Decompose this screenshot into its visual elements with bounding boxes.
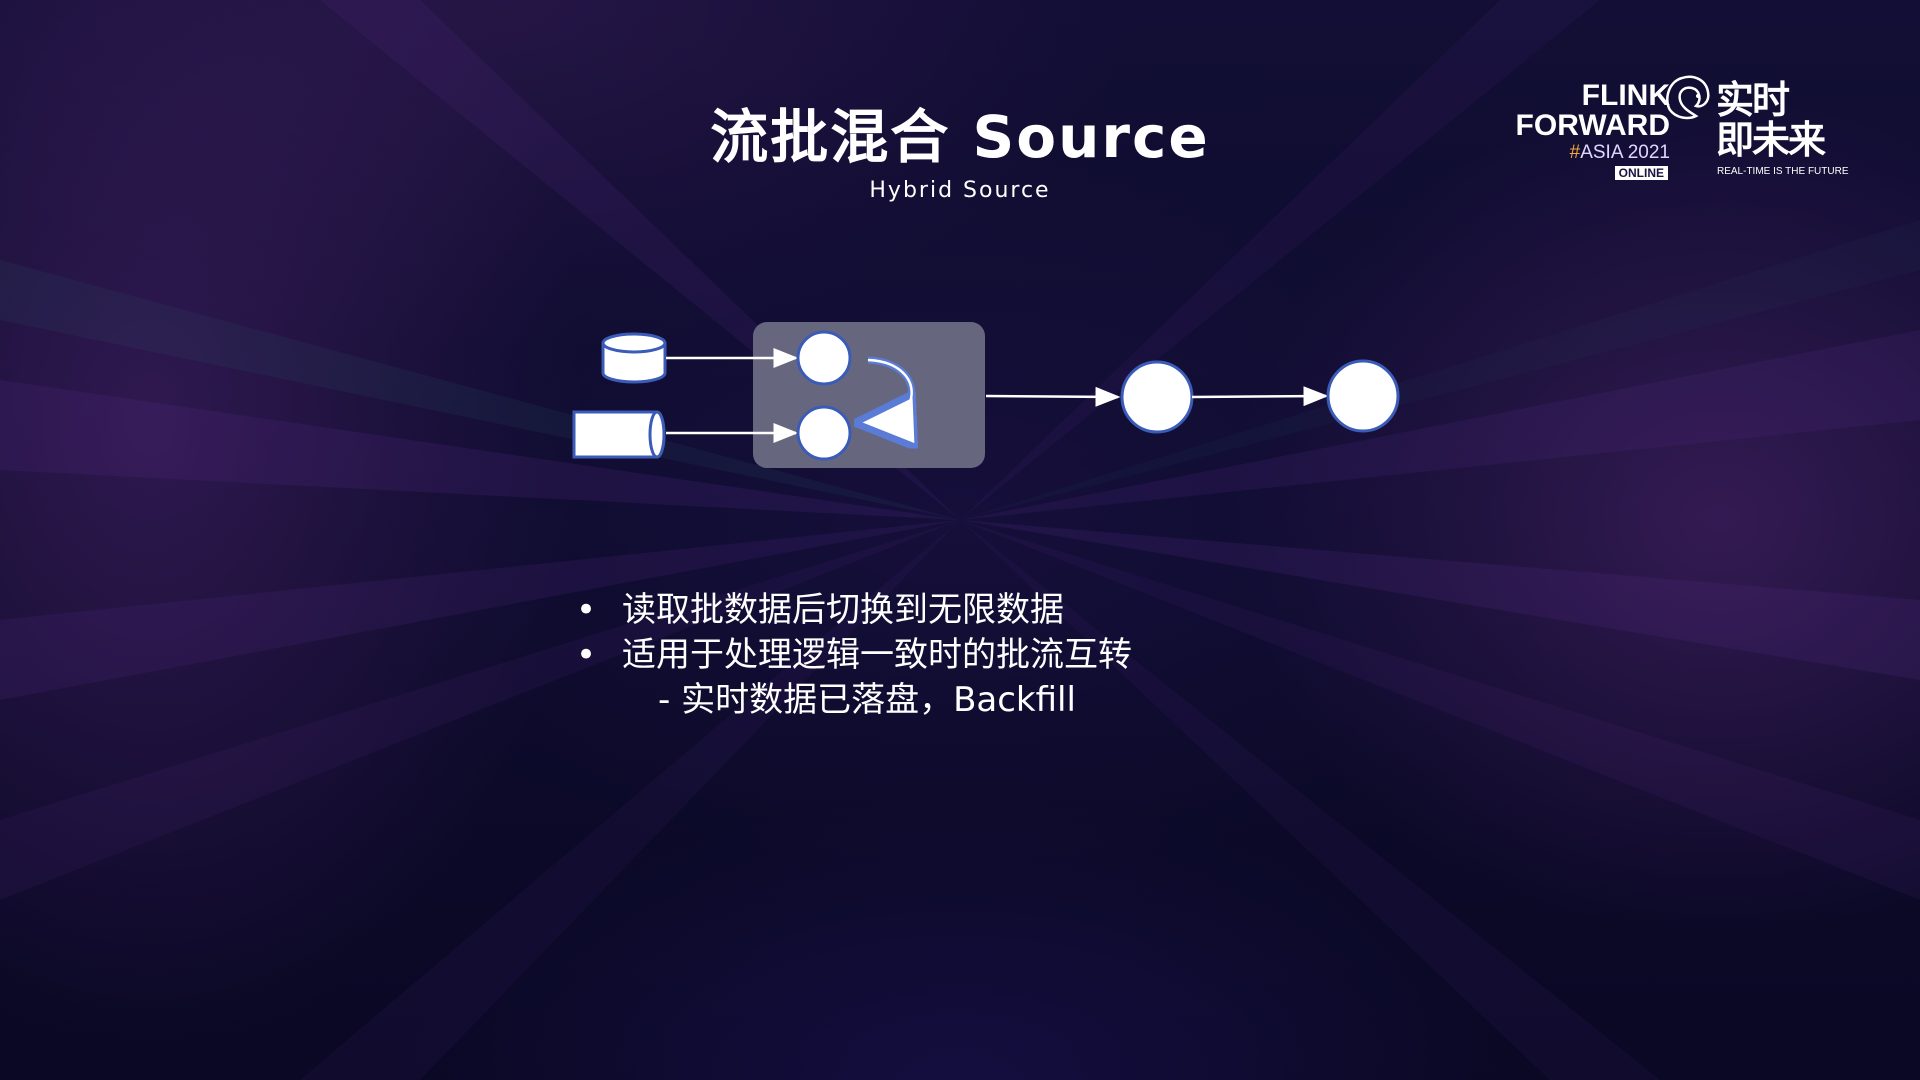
bullet-marker: • bbox=[576, 635, 597, 675]
hybrid-source-box bbox=[753, 322, 985, 468]
sub-bullet-item: - 实时数据已落盘，Backfill bbox=[658, 680, 1076, 720]
logo-cn-line2: 即未来 bbox=[1716, 118, 1826, 162]
logo-edition: #ASIA 2021 bbox=[1570, 142, 1670, 164]
bullet-text: 适用于处理逻辑一致时的批流互转 bbox=[622, 635, 1132, 675]
database-cylinder-icon bbox=[601, 332, 667, 384]
arrow-node-1-to-node-2 bbox=[1191, 386, 1329, 407]
logo-flink-text: FLINK bbox=[1581, 79, 1670, 112]
page-title: 流批混合 Source bbox=[710, 103, 1210, 171]
squirrel-logo-icon bbox=[1666, 75, 1710, 120]
bullet-text: 读取批数据后切换到无限数据 bbox=[622, 590, 1064, 630]
bullet-list: • 读取批数据后切换到无限数据 • 适用于处理逻辑一致时的批流互转 - 实时数据已落… bbox=[570, 588, 1270, 723]
downstream-node-2 bbox=[1326, 359, 1400, 433]
bullet-item: • 适用于处理逻辑一致时的批流互转 bbox=[570, 633, 1270, 678]
logo-edition-text: ASIA 2021 bbox=[1580, 142, 1670, 163]
arrow-source-to-node-1 bbox=[985, 386, 1121, 407]
logo-hash: # bbox=[1569, 142, 1581, 163]
logo-tagline: REAL-TIME IS THE FUTURE bbox=[1717, 166, 1849, 177]
flink-forward-logo: FLINK FORWARD #ASIA 2021 ONLINE 实时 即未来 R… bbox=[1510, 70, 1849, 190]
bullet-item: • 读取批数据后切换到无限数据 bbox=[570, 588, 1270, 633]
stream-queue-icon bbox=[572, 410, 666, 459]
logo-online-badge: ONLINE bbox=[1614, 166, 1668, 180]
stream-reader-node bbox=[796, 405, 852, 461]
bullet-marker: • bbox=[576, 590, 597, 630]
downstream-node-1 bbox=[1120, 360, 1194, 434]
logo-forward-text: FORWARD bbox=[1515, 109, 1670, 142]
batch-reader-node bbox=[796, 330, 852, 386]
logo-cn-line1: 实时 bbox=[1716, 78, 1790, 122]
page-subtitle: Hybrid Source bbox=[869, 178, 1051, 203]
